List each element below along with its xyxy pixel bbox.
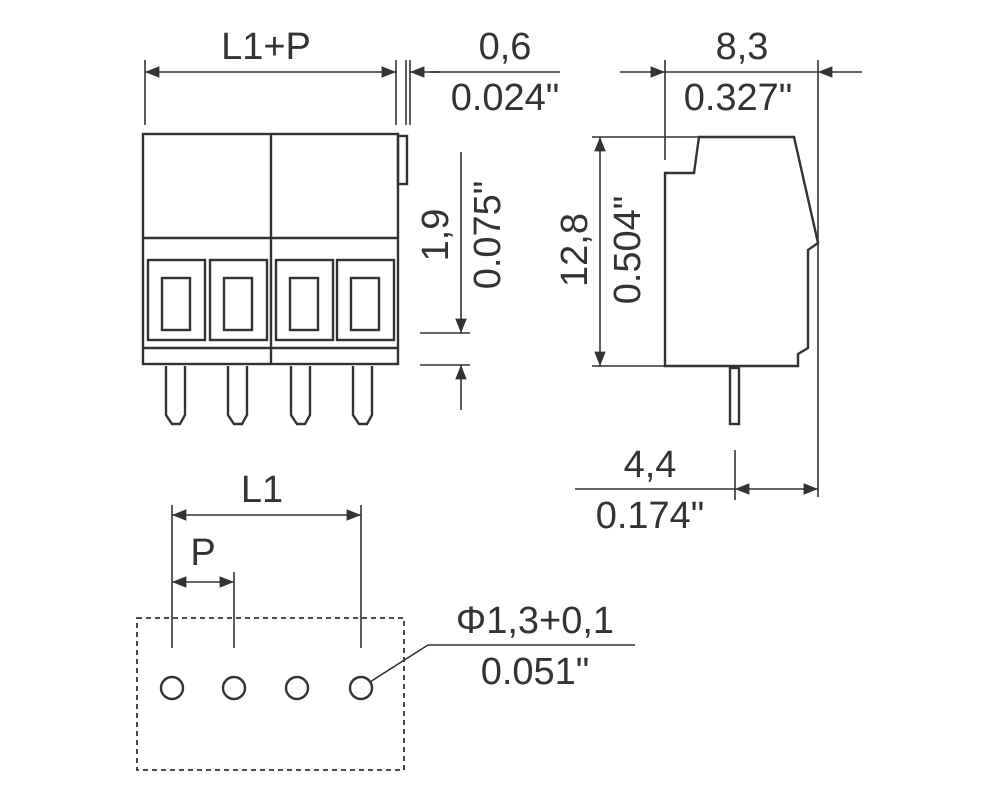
footprint-hole-2 bbox=[221, 675, 247, 701]
front-height-inch-label: 0.075" bbox=[467, 181, 509, 290]
pin-3 bbox=[289, 366, 312, 426]
front-width-label: L1+P bbox=[221, 26, 311, 68]
front-gap-mm-label: 0,6 bbox=[479, 26, 532, 68]
side-height-inch-label: 0.504" bbox=[607, 196, 649, 305]
clamp-opening-3-inner bbox=[288, 276, 320, 332]
pin-2 bbox=[226, 366, 249, 426]
footprint-pitch-label: P bbox=[190, 532, 215, 574]
side-view: 8,3 0.327" 12,8 0.504" 4,4 0.174" bbox=[554, 26, 862, 537]
side-housing-profile bbox=[663, 135, 820, 368]
clamp-opening-3 bbox=[274, 258, 335, 342]
footprint-hole-leader bbox=[369, 644, 429, 683]
clamp-opening-4-inner bbox=[349, 276, 381, 332]
footprint-hole-1 bbox=[159, 675, 185, 701]
footprint-hole-4 bbox=[348, 675, 374, 701]
footprint-hole-inch-label: 0.051" bbox=[481, 651, 590, 693]
side-pin bbox=[728, 366, 741, 426]
clamp-opening-1-inner bbox=[160, 276, 192, 332]
pin-1 bbox=[164, 366, 187, 426]
footprint-length-label: L1 bbox=[241, 469, 283, 511]
pcb-footprint: L1 P Φ1,3+0,1 0.051" bbox=[136, 469, 635, 771]
front-view: L1+P 0,6 0.024" bbox=[141, 26, 560, 426]
footprint-hole-mm-label: Φ1,3+0,1 bbox=[456, 600, 614, 642]
front-height-mm-label: 1,9 bbox=[415, 209, 457, 262]
clamp-opening-1 bbox=[146, 258, 207, 342]
side-pin-offset-inch-label: 0.174" bbox=[596, 495, 705, 537]
front-latch bbox=[396, 134, 409, 186]
front-gap-inch-label: 0.024" bbox=[451, 77, 560, 119]
pin-4 bbox=[351, 366, 374, 426]
clamp-opening-4 bbox=[335, 258, 396, 342]
side-width-inch-label: 0.327" bbox=[684, 77, 793, 119]
side-height-mm-label: 12,8 bbox=[554, 213, 596, 287]
footprint-outline bbox=[136, 617, 405, 771]
clamp-opening-2 bbox=[208, 258, 269, 342]
front-pins bbox=[164, 366, 374, 426]
side-pin-offset-mm-label: 4,4 bbox=[624, 444, 677, 486]
footprint-hole-3 bbox=[284, 675, 310, 701]
side-width-mm-label: 8,3 bbox=[716, 26, 769, 68]
front-clamp-openings bbox=[146, 258, 396, 342]
clamp-opening-2-inner bbox=[222, 276, 254, 332]
